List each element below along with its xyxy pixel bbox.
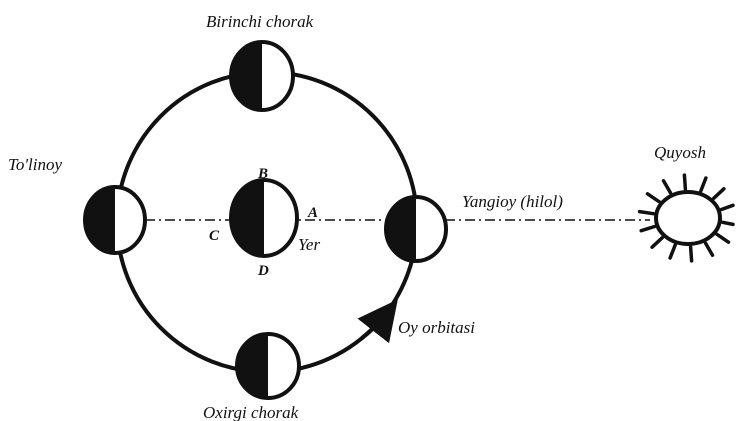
sun-ray — [645, 192, 661, 204]
label-sun: Quyosh — [654, 143, 706, 162]
sun-ray — [720, 220, 735, 227]
label-point-a: A — [307, 205, 318, 221]
sun-ray — [715, 232, 731, 244]
label-last-quarter: Oxirgi chorak — [203, 403, 299, 421]
sun-ray — [682, 173, 688, 191]
label-point-c: C — [209, 228, 220, 244]
earth — [229, 178, 299, 258]
earth-dark-half — [231, 180, 264, 256]
sun-ray — [719, 203, 735, 212]
moon-new — [384, 195, 448, 263]
label-full-moon: To'linoy — [8, 155, 62, 174]
orbit-direction-arrow — [357, 299, 398, 344]
sun-ray — [661, 179, 673, 195]
sun-ray — [639, 224, 657, 233]
sun-disc — [654, 190, 722, 246]
label-earth: Yer — [298, 235, 320, 254]
sun-ray — [703, 241, 715, 257]
moon-last-quarter — [235, 332, 301, 400]
label-point-b: B — [257, 166, 268, 182]
sun-ray — [699, 176, 708, 193]
sun-ray — [688, 245, 694, 263]
label-new-moon: Yangioy (hilol) — [462, 192, 563, 211]
label-point-d: D — [257, 263, 269, 279]
sun-ray — [650, 235, 665, 249]
sun-ray — [637, 209, 656, 216]
sun-rays — [637, 173, 735, 263]
sun-ray — [668, 243, 677, 260]
label-first-quarter: Birinchi chorak — [206, 12, 314, 31]
moon-first-quarter — [229, 40, 295, 112]
sun-ray — [711, 187, 726, 201]
sun — [637, 173, 735, 263]
moon-full — [83, 185, 147, 255]
label-orbit: Oy orbitasi — [398, 318, 475, 337]
